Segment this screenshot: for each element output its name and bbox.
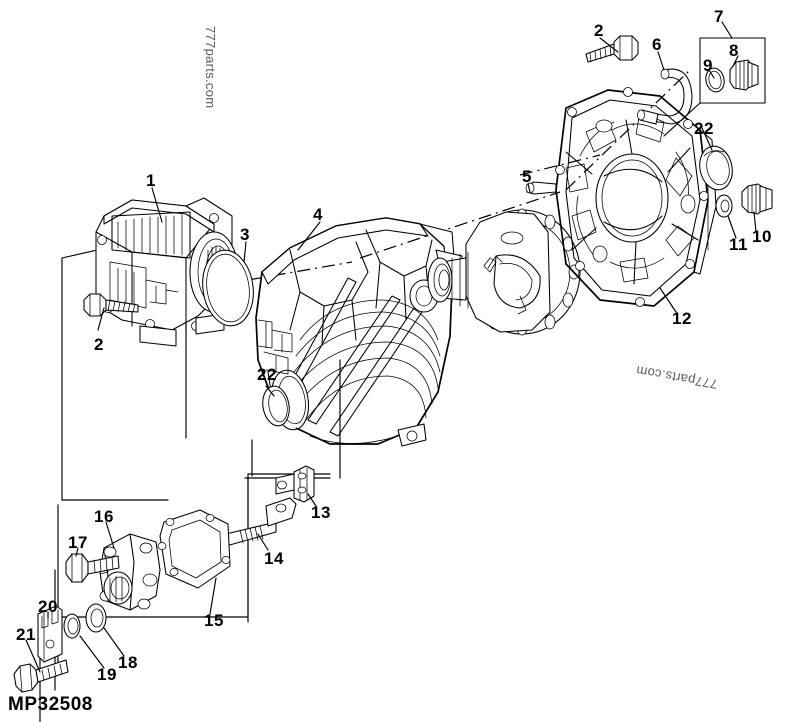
part-6-breather-hose [637,68,693,125]
callout-1: 1 [146,171,156,190]
part-11-sealing-washer [715,194,733,218]
part-19-washer-thin [63,613,81,639]
callout-13: 13 [311,503,331,522]
part-15-gasket [157,509,231,589]
callout-leaders [25,37,757,673]
part-14-shift-shaft [220,497,297,547]
part-3-o-ring [202,249,254,327]
part-10-drain-plug [741,183,773,215]
callout-6: 6 [652,35,662,54]
callout-22-right: 22 [694,119,714,138]
callout-7: 7 [714,7,724,26]
callout-19: 19 [97,665,117,684]
callout-5: 5 [522,167,532,186]
part-17-cap-screw-hex [65,553,120,583]
watermark-top: 777parts.com [203,26,218,109]
callout-16: 16 [94,507,114,526]
part-2-cap-screw-lower [83,293,139,317]
callout-11: 11 [729,235,748,254]
callout-3: 3 [240,225,250,244]
part-22-seal-ring-center [262,385,290,427]
differential-carrier-assembly [427,208,581,336]
callout-8: 8 [729,41,739,60]
diagram-part-number: MP32508 [8,694,93,715]
part-13-shift-bracket [275,465,315,503]
part-12-axle-housing-cover [555,87,717,307]
part-22-seal-ring-right [699,145,733,191]
part-2-cap-screw-top [585,35,639,63]
detail-inset-box [663,21,766,137]
callout-4: 4 [313,205,323,224]
part-20-mounting-bracket [37,605,63,663]
callout-10: 10 [752,227,772,246]
callout-15: 15 [204,611,224,630]
part-21-hex-bolt [13,659,69,693]
callout-17: 17 [68,533,88,552]
callout-18: 18 [118,653,138,672]
callout-21: 21 [16,625,36,644]
callout-9: 9 [703,56,713,75]
callout-12: 12 [672,309,692,328]
callout-22-center: 22 [257,365,277,384]
part-16-shift-housing [99,533,161,611]
callout-2-top: 2 [594,21,604,40]
part-18-washer [85,603,107,633]
callout-20: 20 [38,597,58,616]
callout-14: 14 [264,549,284,568]
callout-2-lower: 2 [94,335,104,354]
